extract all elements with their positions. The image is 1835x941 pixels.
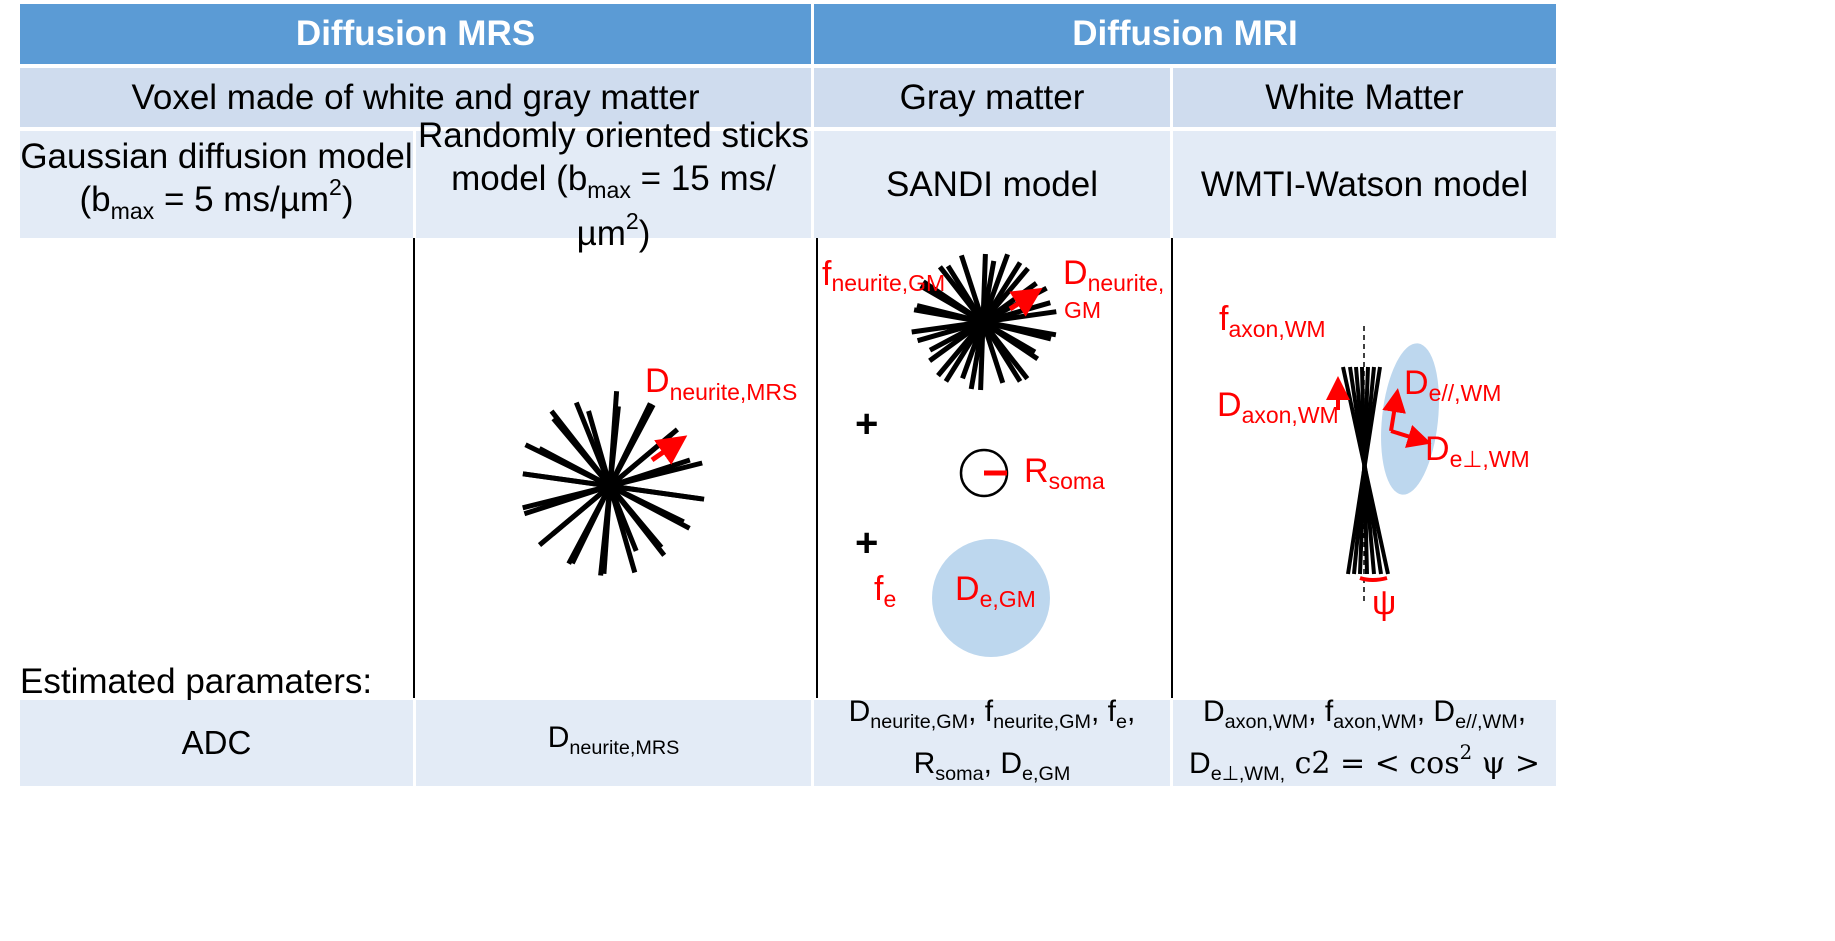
extra-axonal-ellipse: [1381, 343, 1439, 495]
d-axon-label: Daxon,WM: [1217, 386, 1339, 428]
param-sandi-line1: Dneurite,GM, fneurite,GM, fe,: [848, 695, 1136, 733]
divider-1: [413, 238, 415, 698]
axon-stick: [1346, 366, 1382, 575]
plus-1: +: [855, 402, 878, 446]
param-wmti-line2: De⊥,WM, c2 = < cos2 ψ >: [1189, 741, 1540, 785]
stick: [968, 260, 997, 390]
stick: [598, 406, 621, 576]
estimated-parameters-label: Estimated paramaters:: [20, 662, 373, 701]
plus-2: +: [855, 521, 878, 565]
param-wmti-line1: Daxon,WM, faxon,WM, De//,WM,: [1202, 695, 1527, 733]
d-neurite-gm-label: Dneurite,: [1063, 254, 1164, 296]
d-neurite-mrs-label: Dneurite,MRS: [645, 362, 797, 405]
param-adc: ADC: [20, 700, 413, 786]
d-neurite-gm-arrow: [1008, 287, 1043, 317]
tissue-gray-matter: Gray matter: [814, 68, 1170, 127]
model-sandi: SANDI model: [814, 131, 1170, 238]
d-eperp-arrow: [1390, 424, 1432, 448]
param-mrs-sticks: Dneurite,MRS: [416, 700, 811, 786]
d-epar-label: De//,WM: [1404, 364, 1501, 406]
psi-label: ψ: [1372, 584, 1396, 622]
stick: [573, 401, 639, 552]
d-eperp-label: De⊥,WM: [1425, 430, 1530, 472]
extracellular-disk: [932, 539, 1050, 657]
psi-arc: [1359, 576, 1388, 582]
axon-fan: [1341, 366, 1390, 575]
d-neurite-mrs-arrow: [650, 435, 688, 465]
f-neurite-gm-label: fneurite,GM: [822, 255, 945, 296]
divider-2: [816, 238, 818, 698]
tissue-white-matter: White Matter: [1173, 68, 1556, 127]
model-wmti-watson: WMTI-Watson model: [1173, 131, 1556, 238]
d-epar-arrow: [1382, 388, 1406, 432]
fe-label: fe: [874, 570, 896, 612]
model-gaussian: Gaussian diffusion model (bmax = 5 ms/µm…: [20, 131, 413, 238]
divider-3: [1171, 238, 1173, 698]
model-gaussian-line2: (bmax = 5 ms/µm2): [79, 174, 354, 225]
d-neurite-gm-label-gm: GM: [1064, 297, 1101, 323]
param-sandi-line2: Rsoma, De,GM: [913, 747, 1071, 785]
tissue-voxel: Voxel made of white and gray matter: [20, 68, 811, 127]
sticks-star-mrs: [522, 391, 705, 576]
header-diffusion-mri: Diffusion MRI: [814, 4, 1556, 64]
f-axon-label: faxon,WM: [1219, 300, 1326, 342]
header-diffusion-mrs: Diffusion MRS: [20, 4, 811, 64]
r-soma-label: Rsoma: [1024, 452, 1105, 494]
model-sticks: Randomly oriented sticks model (bmax = 1…: [416, 116, 811, 253]
model-sticks-line2: model (bmax = 15 ms/µm2): [451, 158, 776, 254]
model-sticks-line1: Randomly oriented sticks: [418, 115, 809, 155]
model-gaussian-line1: Gaussian diffusion model: [20, 137, 413, 177]
param-sandi: Dneurite,GM, fneurite,GM, fe, Rsoma, De,…: [814, 695, 1170, 786]
param-wmti: Daxon,WM, faxon,WM, De//,WM, De⊥,WM, c2 …: [1173, 695, 1556, 786]
de-gm-label: De,GM: [955, 570, 1036, 612]
